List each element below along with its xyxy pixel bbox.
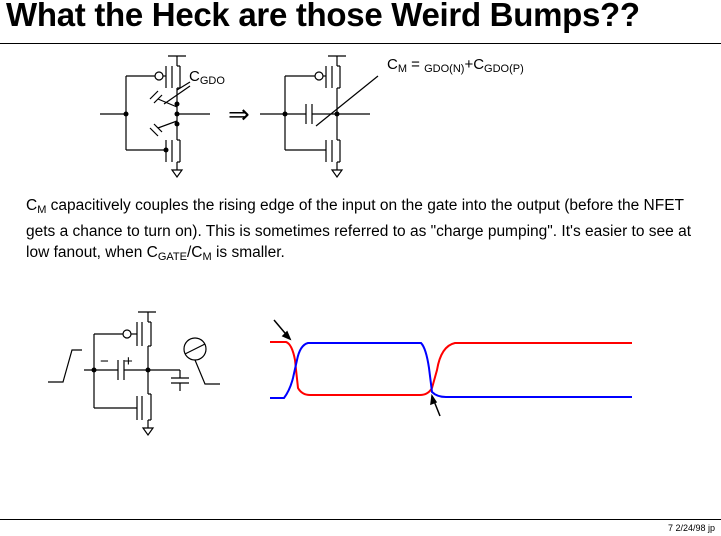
cgdo-c: C — [189, 68, 200, 85]
cgdo-sub: GDO — [199, 75, 225, 87]
para-text-main: capacitively couples the rising edge of … — [26, 197, 692, 261]
inverter-with-miller-cap — [260, 55, 379, 179]
eq-equals: = — [407, 56, 425, 73]
eq-sub-m: M — [397, 63, 408, 75]
cap-plus-label: + — [124, 353, 133, 370]
inverter-driving-load — [48, 311, 220, 437]
inverter-with-gdo-caps — [100, 55, 210, 179]
output-waveform — [270, 342, 632, 399]
explanation-paragraph: CM capacitively couples the rising edge … — [26, 195, 706, 268]
para-sub-gate: GATE — [157, 251, 187, 263]
slide-footer: 7 2/24/98 jp — [667, 523, 715, 533]
input-waveform — [270, 341, 632, 396]
cap-minus-label: − — [100, 353, 109, 370]
cm-equation: CM = GDO(N)+CGDO(P) — [387, 56, 524, 75]
eq-c: C — [387, 56, 398, 73]
footer-divider — [0, 519, 721, 520]
implies-arrow: ⇒ — [228, 100, 250, 130]
para-text-end: is smaller. — [211, 244, 285, 261]
para-c: C — [26, 197, 38, 214]
waveform-plot — [270, 341, 632, 399]
para-sub-m2: M — [202, 251, 212, 263]
para-slash-c: /C — [186, 244, 203, 261]
bump-markers — [273, 319, 441, 417]
cgdo-label: CGDO — [189, 68, 225, 87]
eq-sub-gdo-n: GDO(N) — [424, 63, 465, 75]
eq-plus-c: +C — [464, 56, 485, 73]
eq-sub-gdo-p: GDO(P) — [484, 63, 524, 75]
para-sub-m: M — [37, 204, 47, 216]
title-divider — [0, 43, 721, 44]
slide-title: What the Heck are those Weird Bumps?? — [6, 0, 640, 33]
